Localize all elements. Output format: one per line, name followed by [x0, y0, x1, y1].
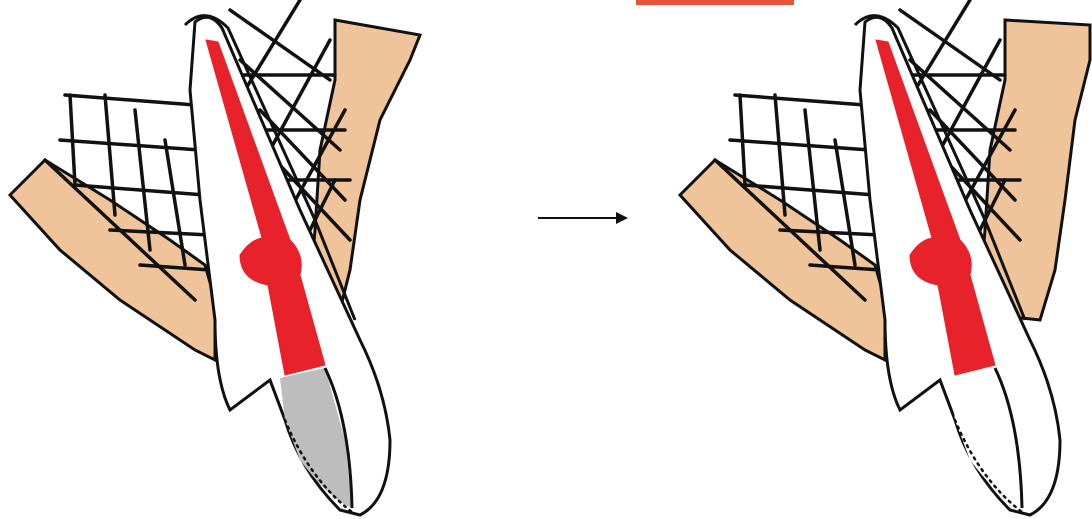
arrow-right	[538, 212, 628, 224]
panel-after	[680, 0, 1090, 515]
panel-before	[10, 0, 420, 515]
top-color-mark	[636, 0, 794, 5]
